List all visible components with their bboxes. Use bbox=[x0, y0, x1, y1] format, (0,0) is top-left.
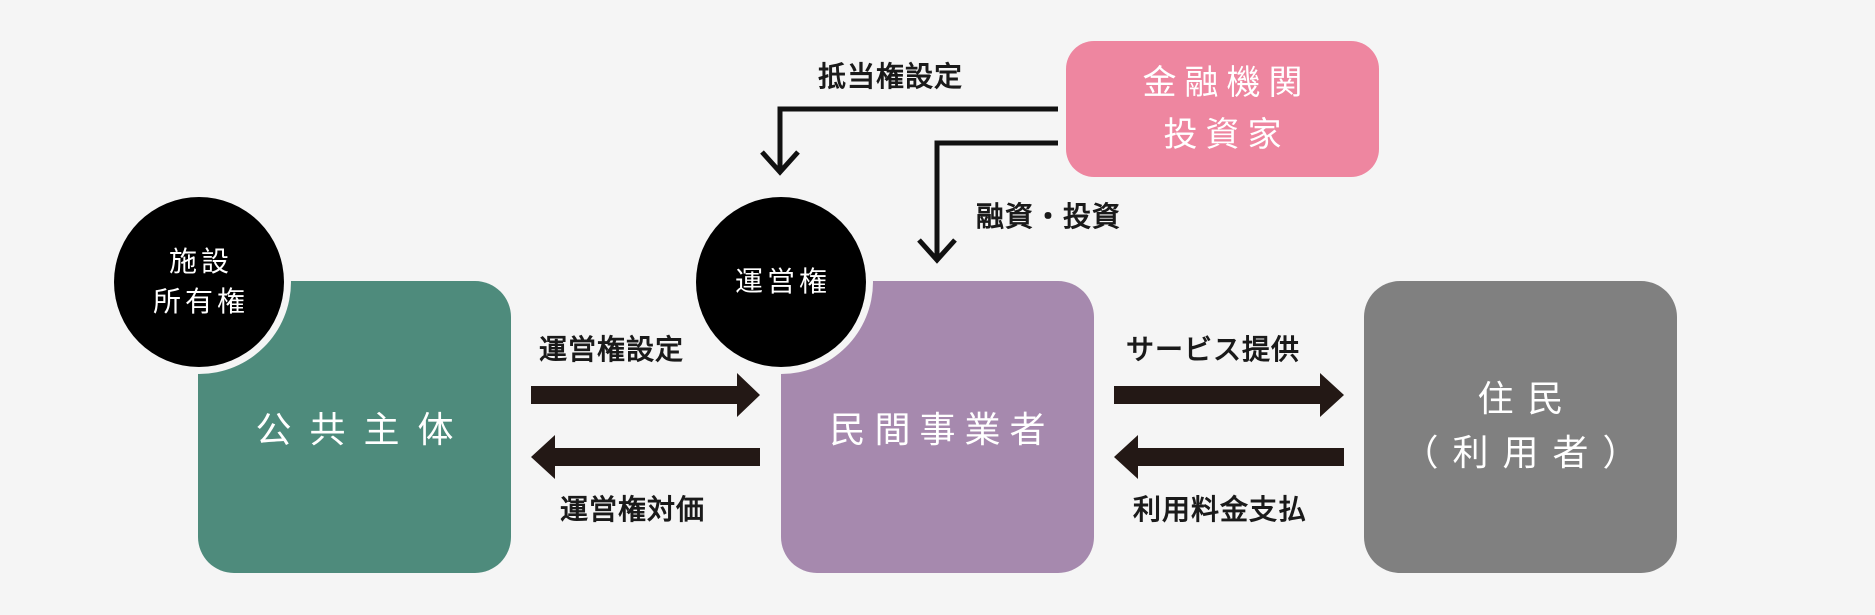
facility-ownership-line1: 施設 bbox=[168, 245, 233, 278]
arrow-service-provision bbox=[1114, 373, 1344, 417]
residents-sublabel: （利用者） bbox=[1402, 433, 1653, 474]
arrow-operation-consideration bbox=[531, 435, 760, 479]
operation-right-badge: 運営権 bbox=[696, 197, 866, 367]
set-operation-right-label: 運営権設定 bbox=[539, 333, 685, 366]
arrow-usage-fee bbox=[1114, 435, 1344, 479]
public-entity-label: 公共主体 bbox=[255, 410, 472, 451]
financing-investment-label: 融資・投資 bbox=[976, 200, 1122, 233]
facility-ownership-badge: 施設 所有権 bbox=[114, 197, 284, 367]
private-operator-label: 民間事業者 bbox=[829, 410, 1055, 451]
mortgage-setting-label: 抵当権設定 bbox=[818, 60, 964, 93]
service-provision-label: サービス提供 bbox=[1126, 333, 1301, 366]
finance-label-line1: 金融機関 bbox=[1142, 63, 1311, 103]
facility-ownership-line2: 所有権 bbox=[152, 285, 249, 318]
arrow-mortgage-setting bbox=[777, 106, 1058, 172]
residents-box: 住民 （利用者） bbox=[1364, 281, 1677, 573]
finance-box: 金融機関 投資家 bbox=[1066, 41, 1379, 177]
arrow-financing-head bbox=[917, 238, 957, 264]
finance-label-line2: 投資家 bbox=[1163, 115, 1290, 155]
operation-consideration-label: 運営権対価 bbox=[560, 493, 706, 526]
arrow-financing-investment bbox=[934, 140, 1058, 260]
arrow-set-operation-right bbox=[531, 373, 760, 417]
residents-label: 住民 bbox=[1477, 379, 1578, 420]
arrow-mortgage-head bbox=[760, 150, 800, 176]
operation-right-label: 運営権 bbox=[734, 265, 831, 298]
usage-fee-label: 利用料金支払 bbox=[1133, 493, 1308, 526]
